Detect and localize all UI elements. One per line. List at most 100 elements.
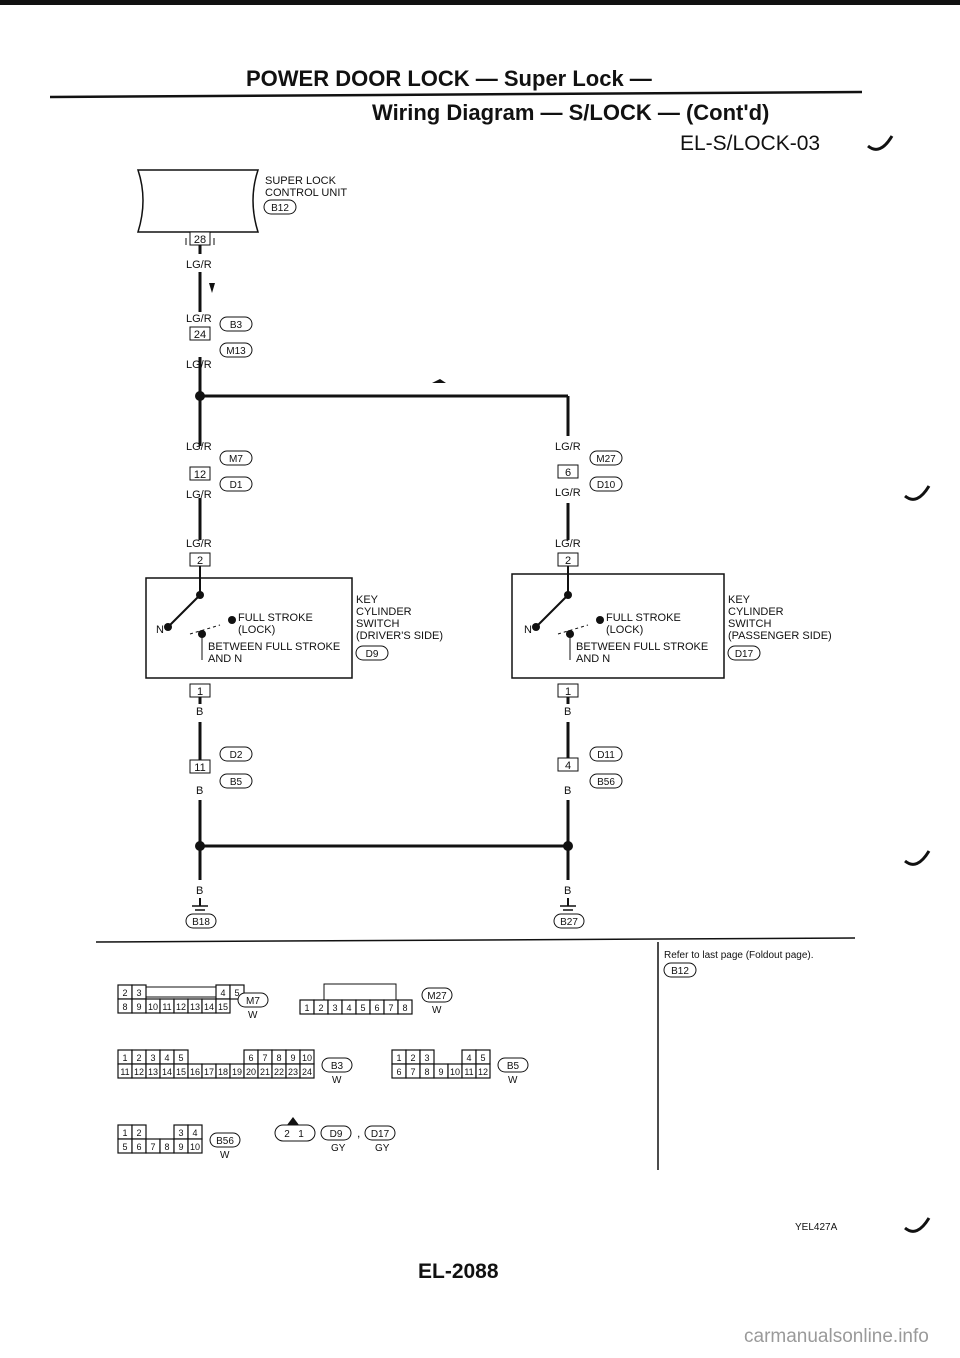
right-out-color: B xyxy=(564,706,571,718)
left-out-pin: 1 xyxy=(197,686,203,698)
m7-pin: 8 xyxy=(122,1002,127,1012)
d9-key-icon xyxy=(287,1117,299,1125)
control-unit-label-2: CONTROL UNIT xyxy=(265,187,347,199)
b3-pin: 16 xyxy=(190,1067,200,1077)
figure-code: YEL427A xyxy=(795,1222,838,1233)
b3-pin: 7 xyxy=(262,1053,267,1063)
b56-pin: 5 xyxy=(122,1142,127,1152)
b3-pin: 8 xyxy=(276,1053,281,1063)
m7-pin: 3 xyxy=(136,988,141,998)
b56-badge xyxy=(209,1132,241,1148)
right-pos-n: N xyxy=(524,624,532,636)
m7-pin: 2 xyxy=(122,988,127,998)
b3-pin: 2 xyxy=(136,1053,141,1063)
control-unit-label-1: SUPER LOCK xyxy=(265,175,337,187)
left-pos-n: N xyxy=(156,624,164,636)
left-switch-color: LG/R xyxy=(186,538,212,550)
m27-color: W xyxy=(432,1005,442,1016)
left-switch-connector: D9 xyxy=(366,649,379,660)
conn-b3-label: B3 xyxy=(230,320,243,331)
page-tick-marks xyxy=(867,135,931,1233)
b3-pin: 4 xyxy=(164,1053,169,1063)
conn-b3-pin: 24 xyxy=(194,329,206,341)
left-conn2-pin: 11 xyxy=(194,762,205,774)
right-lower-wiring: 1 B D11 4 B56 B B B27 xyxy=(553,683,623,929)
m7-pin: 15 xyxy=(218,1002,228,1012)
left-conn-top: M7 xyxy=(229,454,243,465)
refer-note: Refer to last page (Foldout page). xyxy=(664,950,814,961)
b5-pin: 5 xyxy=(480,1053,485,1063)
m27-cell xyxy=(397,999,413,1015)
right-switch-connector: D17 xyxy=(735,649,754,660)
title-line-2: Wiring Diagram — S/LOCK — (Cont'd) xyxy=(372,100,769,125)
right-name-2: CYLINDER xyxy=(728,606,784,618)
b56-pin: 8 xyxy=(164,1142,169,1152)
b3-pin: 13 xyxy=(148,1067,158,1077)
connector-b3-m13: B3 24 M13 LG/R xyxy=(186,316,253,371)
top-border xyxy=(0,0,960,5)
right-connector-m27-d10: LG/R M27 6 D10 LG/R LG/R 2 xyxy=(555,441,623,567)
b56-color: W xyxy=(220,1150,230,1161)
m7-pin: 11 xyxy=(162,1002,171,1012)
left-between-2: AND N xyxy=(208,653,242,665)
control-unit-pin: 28 xyxy=(194,234,206,246)
title-rule xyxy=(49,90,863,99)
m7-pin: 9 xyxy=(136,1002,141,1012)
page-number: EL-2088 xyxy=(418,1260,499,1283)
m7-badge xyxy=(237,992,269,1008)
m7-cell xyxy=(215,998,231,1014)
d9-housing xyxy=(274,1124,316,1142)
b56-id: B56 xyxy=(216,1136,234,1147)
wire-color-1: LG/R xyxy=(186,259,212,271)
right-pos-full-sub: (LOCK) xyxy=(606,624,643,636)
left-conn2-top: D2 xyxy=(230,750,243,761)
right-ground-color: B xyxy=(564,885,571,897)
left-ground-label: B18 xyxy=(192,917,210,928)
b3-pin: 23 xyxy=(288,1067,298,1077)
b3-pin: 5 xyxy=(178,1053,183,1063)
m7-pin: 14 xyxy=(204,1002,214,1012)
right-conn-bottom: D10 xyxy=(597,480,616,491)
b5-pin: 9 xyxy=(438,1067,443,1077)
b3-id: B3 xyxy=(331,1061,344,1072)
m7-color: W xyxy=(248,1010,258,1021)
diagram-code: EL-S/LOCK-03 xyxy=(680,132,820,155)
d9-color: GY xyxy=(331,1143,346,1154)
b3-pin: 12 xyxy=(134,1067,144,1077)
left-pos-full: FULL STROKE xyxy=(238,612,313,624)
b3-pin: 14 xyxy=(162,1067,172,1077)
b3-pin: 9 xyxy=(290,1053,295,1063)
right-switch-color: LG/R xyxy=(555,538,581,550)
left-name-1: KEY xyxy=(356,594,379,606)
b3-pin: 15 xyxy=(176,1067,186,1077)
right-switch-pin: 2 xyxy=(565,555,571,567)
d9-pin: 1 xyxy=(298,1129,304,1140)
left-out-color: B xyxy=(196,706,203,718)
b5-pin: 10 xyxy=(450,1067,460,1077)
b3-pin: 3 xyxy=(150,1053,155,1063)
b56-pin: 10 xyxy=(190,1142,200,1152)
left-switch-pin: 2 xyxy=(197,555,203,567)
m27-pin: 6 xyxy=(374,1003,379,1013)
b5-pin: 12 xyxy=(478,1067,488,1077)
m27-id: M27 xyxy=(427,991,447,1002)
right-key-cylinder-switch: N FULL STROKE (LOCK) BETWEEN FULL STROKE… xyxy=(511,566,832,679)
m7-pin: 5 xyxy=(234,988,239,998)
m7-pin: 4 xyxy=(220,988,225,998)
b5-id: B5 xyxy=(507,1061,520,1072)
b56-pin: 2 xyxy=(136,1128,141,1138)
b3-pin: 6 xyxy=(248,1053,253,1063)
d17-color: GY xyxy=(375,1143,390,1154)
b3-pin: 18 xyxy=(218,1067,228,1077)
b5-pin: 3 xyxy=(424,1053,429,1063)
b5-pin: 11 xyxy=(464,1067,473,1077)
m27-pin: 8 xyxy=(402,1003,407,1013)
b3-cell xyxy=(299,1063,315,1079)
m27-pin: 2 xyxy=(318,1003,323,1013)
right-name-1: KEY xyxy=(728,594,751,606)
b56-cell xyxy=(187,1138,203,1154)
b5-pin: 6 xyxy=(396,1067,401,1077)
right-conn2-pin: 4 xyxy=(565,760,571,772)
conn-m13-label: M13 xyxy=(226,346,246,357)
